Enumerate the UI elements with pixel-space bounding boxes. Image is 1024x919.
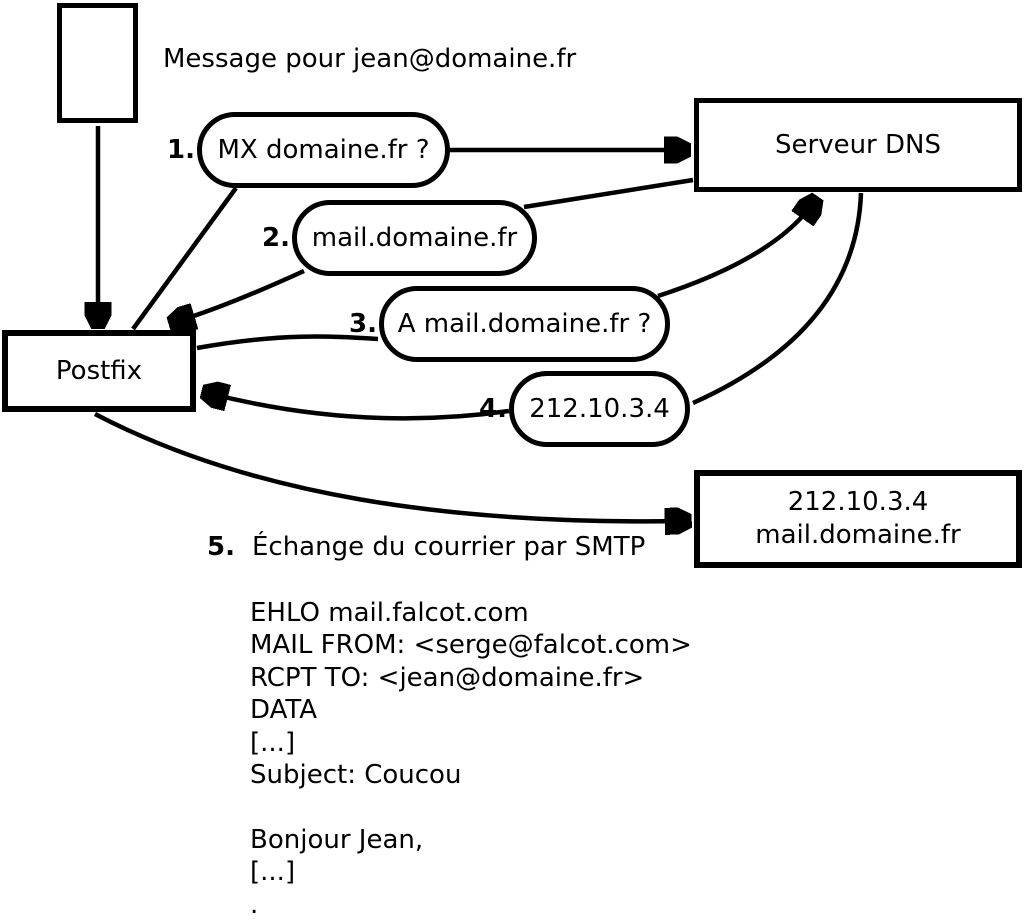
- smtp-line: EHLO mail.falcot.com: [250, 598, 529, 628]
- smtp-line: MAIL FROM: <serge@falcot.com>: [250, 630, 692, 661]
- step-number-3: 3.: [349, 309, 377, 339]
- mail-server-ip: 212.10.3.4: [787, 487, 929, 517]
- smtp-line: [...]: [250, 857, 296, 888]
- mail-server-hostname: mail.domaine.fr: [755, 520, 961, 550]
- query-pill-a-record-label: A mail.domaine.fr ?: [397, 309, 652, 339]
- postfix-label: Postfix: [55, 355, 143, 386]
- arrow-query3-to-dns: [657, 202, 814, 299]
- arrow-postfix-to-mailserver: [93, 412, 685, 521]
- query-pill-mx: MX domaine.fr ?: [197, 112, 450, 188]
- dns-server-label: Serveur DNS: [775, 129, 941, 160]
- step-number-1: 1.: [167, 135, 195, 165]
- line-dns-to-answer4: [692, 192, 864, 406]
- line-dns-to-answer2: [523, 177, 694, 210]
- postfix-box: Postfix: [2, 330, 196, 412]
- mail-server-box: 212.10.3.4 mail.domaine.fr: [694, 470, 1022, 568]
- step-5-caption: 5. Échange du courrier par SMTP: [207, 530, 645, 564]
- line-postfix-to-query3: [196, 334, 379, 351]
- smtp-session-text: EHLO mail.falcot.com MAIL FROM: <serge@f…: [250, 597, 692, 919]
- query-pill-mx-label: MX domaine.fr ?: [217, 135, 430, 165]
- step-number-5: 5.: [207, 532, 235, 562]
- line-postfix-to-query1: [131, 186, 238, 331]
- message-title: Message pour jean@domaine.fr: [163, 44, 577, 74]
- query-pill-a-record: A mail.domaine.fr ?: [379, 286, 670, 362]
- sender-box: [57, 3, 138, 123]
- arrow-answer4-to-postfix: [208, 393, 510, 421]
- smtp-line: .: [250, 889, 259, 919]
- answer-pill-ip-label: 212.10.3.4: [529, 394, 670, 424]
- smtp-line: DATA: [250, 695, 317, 726]
- smtp-line: Bonjour Jean,: [250, 824, 424, 855]
- step-number-4: 4.: [479, 394, 507, 424]
- answer-pill-mail-domaine: mail.domaine.fr: [292, 200, 537, 276]
- answer-pill-mail-domaine-label: mail.domaine.fr: [311, 223, 518, 253]
- dns-server-box: Serveur DNS: [694, 98, 1022, 192]
- smtp-line: RCPT TO: <jean@domaine.fr>: [250, 662, 645, 693]
- smtp-line: [...]: [250, 727, 296, 758]
- smtp-line: Subject: Coucou: [250, 759, 462, 790]
- answer-pill-ip: 212.10.3.4: [509, 371, 690, 447]
- arrow-answer2-to-postfix: [175, 268, 305, 322]
- smtp-line: [250, 791, 692, 823]
- step-5-label: Échange du courrier par SMTP: [251, 532, 646, 562]
- step-number-2: 2.: [262, 223, 290, 253]
